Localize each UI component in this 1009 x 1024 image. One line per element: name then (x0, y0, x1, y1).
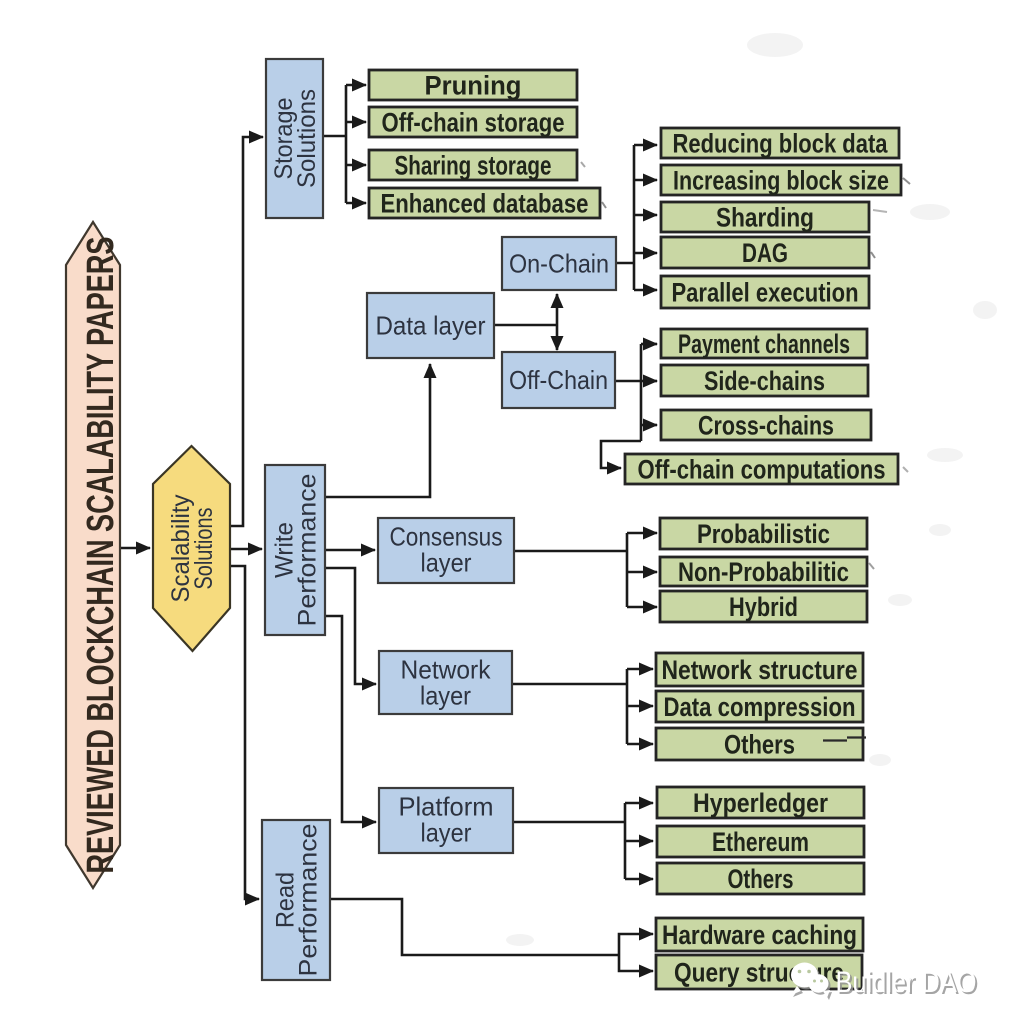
svg-text:Performance: Performance (295, 824, 323, 977)
svg-text:Data compression: Data compression (664, 692, 856, 722)
svg-text:Others: Others (724, 730, 795, 760)
svg-text:Pruning: Pruning (425, 71, 522, 101)
svg-text:Network: Network (401, 655, 492, 685)
svg-text:Read: Read (272, 872, 300, 928)
svg-text:layer: layer (420, 681, 471, 711)
svg-text:Solutions: Solutions (293, 89, 321, 188)
svg-text:Increasing block size: Increasing block size (673, 166, 889, 196)
svg-text:Non-Probabilitic: Non-Probabilitic (678, 557, 849, 587)
svg-text:Solutions: Solutions (190, 508, 218, 590)
svg-text:Probabilistic: Probabilistic (697, 519, 830, 549)
svg-text:Enhanced database: Enhanced database (381, 189, 589, 219)
svg-text:Platform: Platform (399, 792, 494, 822)
svg-text:Side-chains: Side-chains (704, 366, 825, 396)
svg-text:Reducing block data: Reducing block data (673, 129, 889, 159)
svg-text:Sharding: Sharding (716, 203, 814, 233)
svg-text:Others: Others (728, 864, 794, 894)
svg-text:Hyperledger: Hyperledger (693, 788, 828, 818)
svg-text:Sharing storage: Sharing storage (395, 151, 552, 181)
svg-text:Network structure: Network structure (662, 655, 858, 685)
svg-text:Off-chain storage: Off-chain storage (382, 108, 565, 138)
svg-text:Write: Write (271, 522, 299, 578)
svg-text:Payment channels: Payment channels (678, 329, 850, 359)
svg-text:DAG: DAG (742, 238, 788, 268)
svg-text:Performance: Performance (294, 474, 322, 627)
svg-text:Cross-chains: Cross-chains (698, 411, 834, 441)
svg-text:Hardware caching: Hardware caching (662, 920, 857, 950)
svg-text:Hybrid: Hybrid (729, 592, 798, 622)
svg-text:Off-Chain: Off-Chain (509, 365, 608, 395)
svg-text:Buidler DAO: Buidler DAO (836, 966, 977, 999)
svg-text:layer: layer (421, 548, 472, 578)
svg-text:REVIEWED BLOCKCHAIN SCALABILIT: REVIEWED BLOCKCHAIN SCALABILITY PAPERS (80, 237, 122, 874)
svg-text:Scalability: Scalability (167, 494, 195, 602)
svg-text:On-Chain: On-Chain (509, 249, 609, 279)
svg-text:Buidler DAO: Buidler DAO (838, 968, 979, 1001)
svg-text:Off-chain computations: Off-chain computations (638, 455, 886, 485)
svg-text:Data layer: Data layer (376, 311, 486, 341)
svg-text:layer: layer (421, 818, 472, 848)
svg-text:Ethereum: Ethereum (712, 827, 809, 857)
svg-text:Consensus: Consensus (390, 522, 503, 552)
svg-text:Parallel execution: Parallel execution (672, 278, 859, 308)
svg-text:Storage: Storage (270, 98, 298, 180)
